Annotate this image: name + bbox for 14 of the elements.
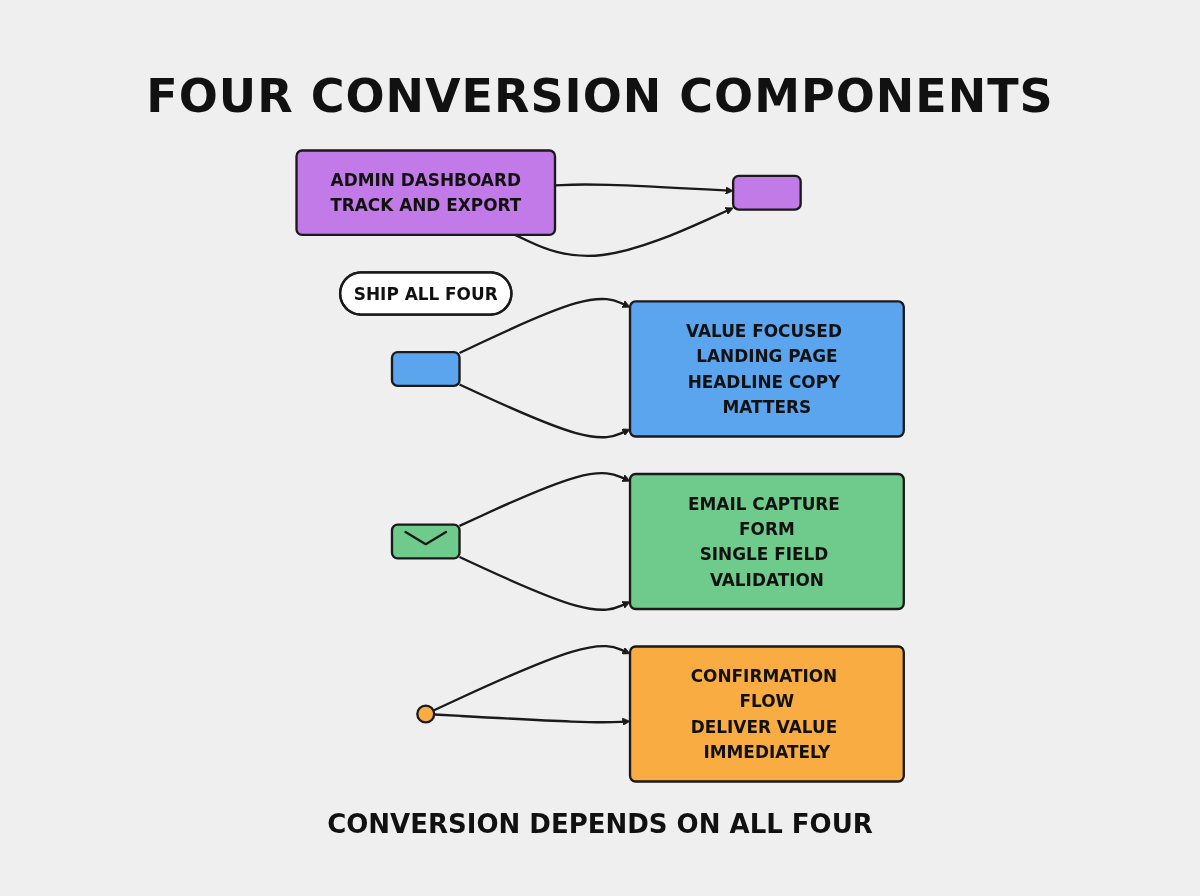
- summary-pill: SHIP ALL FOUR: [338, 271, 513, 316]
- component-card: CONFIRMATION FLOW DELIVER VALUE IMMEDIATELY: [628, 645, 905, 783]
- component-card: VALUE FOCUSED LANDING PAGE HEADLINE COPY MATTERS: [628, 300, 905, 438]
- arrow: [458, 383, 631, 439]
- arrow: [458, 555, 631, 611]
- title: FOUR CONVERSION COMPONENTS: [146, 70, 1054, 123]
- square-node: [731, 174, 802, 211]
- square-node: [390, 350, 461, 387]
- arrow: [514, 207, 734, 257]
- component-card: EMAIL CAPTURE FORM SINGLE FIELD VALIDATION: [628, 472, 905, 610]
- component-card: ADMIN DASHBOARD TRACK AND EXPORT: [295, 149, 556, 236]
- caption: CONVERSION DEPENDS ON ALL FOUR: [327, 808, 873, 840]
- envelope-icon: [390, 523, 461, 560]
- circle-node: [416, 704, 436, 724]
